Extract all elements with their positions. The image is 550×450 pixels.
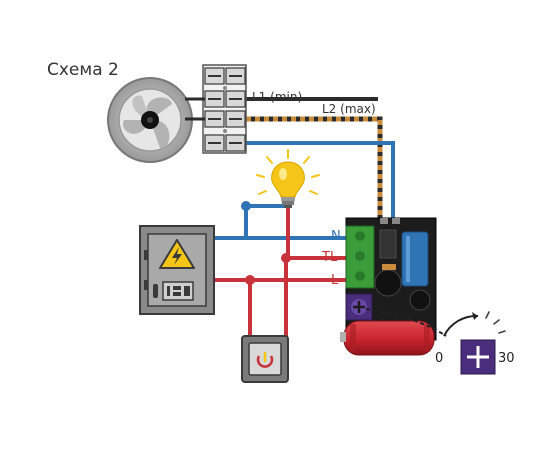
- neutral-junction: [241, 201, 251, 211]
- rotate-arrow-icon: [443, 311, 506, 337]
- fan-neutral-wire: [246, 141, 395, 218]
- push-button-switch-icon: [241, 335, 289, 383]
- l2-label: L2 (max): [322, 102, 376, 116]
- l2-wire-core: [246, 116, 383, 218]
- scale-max-label: 30: [498, 351, 515, 366]
- label-n: N: [331, 229, 341, 244]
- scale-min-label: 0: [435, 351, 443, 366]
- high-voltage-icon: [159, 239, 195, 269]
- switch-wire-1: [248, 280, 262, 340]
- ceiling-fan-icon: [107, 77, 193, 163]
- label-tl: TL: [321, 250, 338, 265]
- timer-trimmer-icon: [345, 293, 373, 321]
- label-l: L: [331, 273, 339, 288]
- light-bulb-icon: [256, 149, 320, 208]
- adjustment-knob-icon: [460, 339, 496, 375]
- electrical-panel-icon: [139, 225, 215, 315]
- switch-wire-2: [276, 258, 288, 340]
- capacitor-icon: [340, 320, 435, 356]
- pointer-line: [365, 308, 447, 337]
- l1-label: L1 (min): [252, 90, 302, 104]
- neutral-wire-bulb: [244, 204, 288, 238]
- terminal-block-icon: [202, 64, 247, 154]
- l2-wire: [246, 116, 383, 218]
- diagram-title: Схема 2: [47, 60, 119, 80]
